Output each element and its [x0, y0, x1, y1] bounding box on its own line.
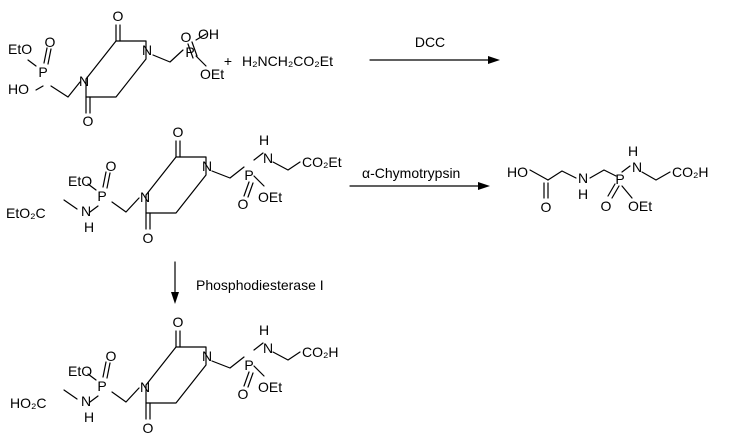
atom-O: O [238, 386, 249, 402]
atom-HO2C: HO₂C [10, 395, 47, 411]
atom-O: O [143, 420, 154, 436]
atom-H: H [84, 409, 94, 425]
atom-HO: HO [507, 164, 528, 180]
atom-N: N [202, 348, 212, 364]
chymotrypsin-reagent-label: α-Chymotrypsin [362, 165, 460, 181]
reaction-arrow-chymotrypsin [349, 182, 490, 190]
atom-HO: HO [8, 81, 29, 97]
atom-CO2H: CO₂H [302, 344, 339, 360]
atom-N: N [632, 159, 642, 175]
atom-N: N [81, 393, 91, 409]
atom-N: N [142, 42, 152, 58]
atom-N: N [202, 158, 212, 174]
atom-O: O [173, 124, 184, 140]
chymotrypsin-product-structure [529, 165, 671, 199]
starting-material-structure [27, 24, 207, 114]
atom-EtO2C: EtO₂C [6, 205, 46, 221]
atom-N: N [140, 189, 150, 205]
atom-O: O [173, 314, 184, 330]
intermediate-structure [63, 140, 301, 230]
atom-P: P [97, 378, 106, 394]
atom-H: H [259, 322, 269, 338]
phosphodiesterase-reagent-label: Phosphodiesterase I [196, 277, 324, 293]
atom-N: N [140, 379, 150, 395]
atom-O: O [143, 230, 154, 246]
atom-OEt: OEt [258, 189, 282, 205]
atom-EtO: EtO [68, 363, 92, 379]
plus-sign: + [224, 53, 232, 69]
atom-H: H [628, 143, 638, 159]
atom-O: O [601, 198, 612, 214]
glycine-ethyl-ester-label: H₂NCH₂CO₂Et [242, 53, 333, 69]
atom-H: H [578, 186, 588, 202]
atom-OEt: OEt [200, 66, 224, 82]
atom-CO2Et: CO₂Et [302, 154, 342, 170]
atom-OH: OH [198, 26, 219, 42]
atom-O: O [113, 8, 124, 24]
atom-H: H [84, 219, 94, 235]
atom-P: P [185, 44, 194, 60]
reaction-arrow-phosphodiesterase [171, 261, 179, 304]
reaction-arrow-dcc [369, 56, 500, 64]
atom-N: N [79, 73, 89, 89]
atom-N: N [81, 203, 91, 219]
atom-P: P [615, 171, 624, 187]
atom-P: P [97, 188, 106, 204]
atom-O: O [106, 158, 117, 174]
atom-N: N [263, 340, 273, 356]
atom-EtO: EtO [8, 41, 32, 57]
atom-P: P [38, 64, 47, 80]
atom-OEt: OEt [258, 379, 282, 395]
atom-O: O [45, 34, 56, 50]
atom-OEt: OEt [628, 198, 652, 214]
atom-N: N [578, 170, 588, 186]
atom-O: O [83, 113, 94, 129]
atom-O: O [541, 199, 552, 215]
atom-H: H [259, 132, 269, 148]
atom-EtO: EtO [68, 173, 92, 189]
dcc-reagent-label: DCC [415, 34, 445, 50]
atom-O: O [238, 196, 249, 212]
atom-P: P [244, 167, 253, 183]
atom-CO2H: CO₂H [672, 164, 709, 180]
atom-P: P [244, 357, 253, 373]
atom-O: O [181, 29, 192, 45]
atom-N: N [263, 150, 273, 166]
phosphodiesterase-product-structure [63, 330, 301, 420]
atom-O: O [106, 348, 117, 364]
